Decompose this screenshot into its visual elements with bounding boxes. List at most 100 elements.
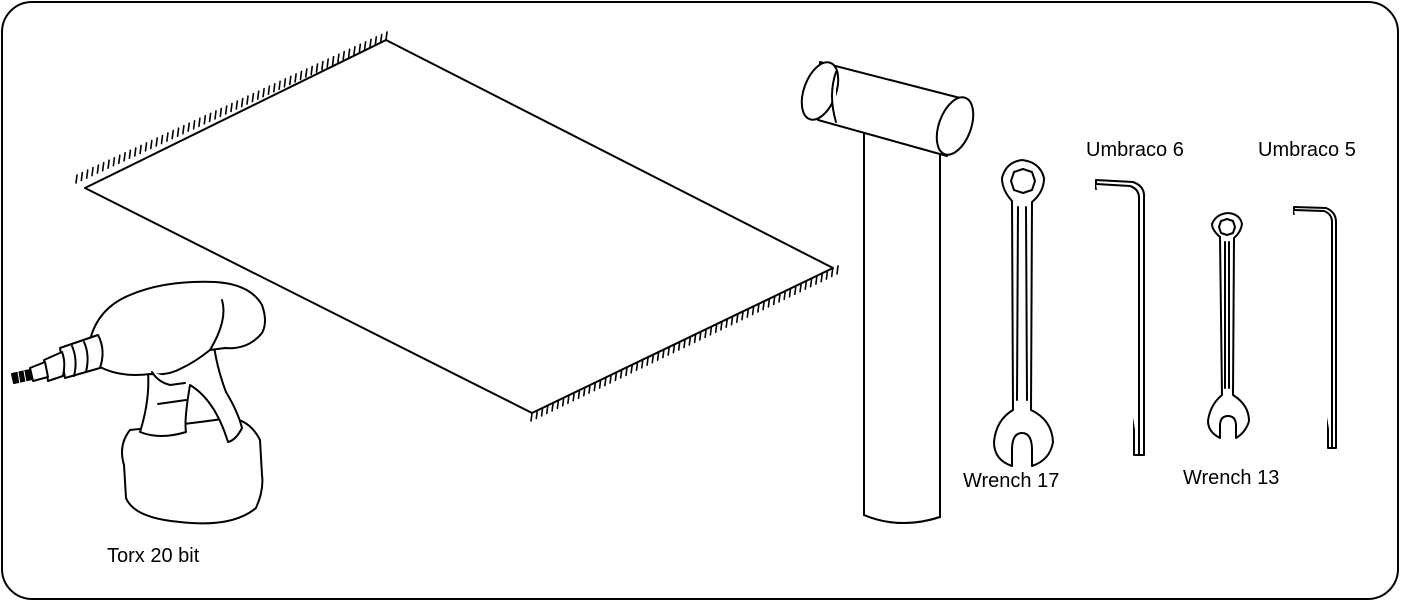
mat-fringe-tick — [530, 412, 533, 422]
mat-fringe-tick — [730, 315, 734, 326]
mat-fringe-tick — [540, 407, 544, 417]
mat-fringe-tick — [337, 53, 340, 64]
mat-fringe-tick — [561, 396, 565, 407]
wrench-13-icon — [1207, 212, 1250, 439]
mat-fringe-tick — [567, 394, 570, 405]
mat-fringe-tick — [240, 97, 244, 108]
mat-fringe-tick — [101, 161, 105, 172]
mat-fringe-tick — [556, 399, 560, 410]
label-torx-20-bit: Torx 20 bit — [107, 545, 200, 567]
mat-fringe-tick — [230, 102, 233, 113]
mat-fringe-tick — [778, 293, 781, 303]
mat-fringe-tick — [278, 80, 281, 91]
mat-fringe-tick — [331, 55, 335, 66]
mat-fringe-tick — [577, 389, 581, 400]
mat-fringe-tick — [310, 65, 314, 76]
wrench-17-icon — [993, 159, 1054, 467]
mat-fringe-tick — [379, 33, 383, 44]
mat-fringe-tick — [128, 149, 132, 160]
mat-fringe-tick — [799, 282, 802, 293]
mat-fringe-tick — [735, 313, 739, 324]
mat-fringe-tick — [294, 73, 297, 83]
mat-fringe-tick — [166, 132, 169, 142]
mat-fringe-tick — [809, 277, 813, 288]
mat-fringe-tick — [604, 376, 607, 387]
mat-fringe-tick — [619, 369, 623, 379]
mat-fringe-tick — [192, 120, 196, 130]
label-umbraco-5: Umbraco 5 — [1258, 139, 1356, 161]
mat-fringe-tick — [246, 95, 249, 105]
mat-fringe-tick — [625, 366, 628, 377]
mat-fringe-tick — [593, 381, 597, 392]
drill-icon — [11, 280, 266, 525]
mat-fringe-tick — [635, 361, 639, 372]
mat-fringe-tick — [369, 38, 372, 49]
mat-fringe-tick — [741, 310, 744, 321]
mat-fringe-tick — [572, 391, 576, 402]
mat-fringe-tick — [720, 320, 723, 331]
mat-fringe-tick — [118, 154, 121, 165]
mallet-icon — [800, 61, 975, 525]
mat-fringe-tick — [251, 92, 255, 103]
mat-fringe-tick — [347, 48, 351, 59]
mat-fringe-tick — [80, 171, 84, 182]
mat-fringe-tick — [214, 110, 217, 120]
mat-fringe-tick — [698, 331, 702, 341]
mat-fringe-tick — [283, 78, 287, 88]
mat-fringe-tick — [374, 36, 378, 46]
mat-fringe-tick — [820, 272, 824, 283]
mat-fringe-tick — [646, 356, 649, 367]
mat-fringe-tick — [182, 124, 185, 135]
mat-fringe-tick — [262, 87, 265, 98]
mat-fringe-tick — [693, 333, 697, 344]
mat-fringe-tick — [91, 166, 94, 177]
mat-fringe-tick — [662, 348, 665, 359]
mat-fringe-tick — [326, 58, 330, 68]
mat-icon — [75, 31, 839, 422]
mat-fringe-tick — [353, 45, 356, 56]
mat-fringe-tick — [123, 152, 126, 162]
mat-fringe-tick — [288, 75, 292, 86]
mat-fringe-tick — [836, 265, 839, 275]
mat-fringe-tick — [767, 298, 771, 308]
mat-fringe-tick — [793, 285, 797, 296]
mat-fringe-tick — [762, 300, 765, 311]
mat-fringe-tick — [315, 63, 319, 73]
mat-fringe-tick — [551, 402, 554, 412]
mat-fringe-tick — [656, 351, 660, 362]
mat-fringe-tick — [208, 112, 212, 123]
mat-fringe-tick — [630, 363, 634, 374]
hex-key-6-icon — [1095, 179, 1146, 456]
hex-key-5-icon — [1293, 206, 1337, 449]
mat-fringe-tick — [598, 379, 602, 389]
mat-fringe-tick — [198, 117, 201, 128]
mat-fringe-tick — [187, 122, 190, 132]
mat-fringe-tick — [772, 295, 776, 306]
mat-fringe-tick — [830, 267, 834, 278]
mat-fringe-tick — [545, 404, 549, 415]
mat-fringe-tick — [704, 328, 707, 339]
mat-fringe-tick — [235, 100, 239, 110]
mat-fringe-tick — [804, 280, 808, 291]
mat-fringe-tick — [256, 90, 260, 100]
mat-fringe-tick — [714, 323, 718, 334]
mat-fringe-tick — [683, 338, 686, 349]
mat-fringe-tick — [614, 371, 618, 382]
mat-fringe-tick — [224, 105, 228, 115]
mat-fringe-tick — [304, 68, 308, 78]
mat-fringe-tick — [725, 318, 729, 329]
mat-fringe-tick — [825, 270, 829, 280]
mat-fringe-tick — [651, 353, 655, 364]
mat-fringe-tick — [171, 129, 174, 140]
mat-fringe-tick — [588, 384, 591, 394]
mat-fringe-tick — [139, 144, 142, 155]
mat-fringe-tick — [96, 164, 100, 174]
mat-fringe-tick — [85, 169, 89, 179]
mat-fringe-tick — [134, 147, 137, 157]
mat-fringe-tick — [363, 41, 367, 51]
mat-fringe-tick — [176, 127, 180, 137]
label-wrench-17: Wrench 17 — [963, 470, 1060, 492]
mat-fringe-tick — [342, 50, 346, 61]
mat-fringe-tick — [757, 303, 760, 313]
mat-fringe-tick — [358, 43, 362, 54]
